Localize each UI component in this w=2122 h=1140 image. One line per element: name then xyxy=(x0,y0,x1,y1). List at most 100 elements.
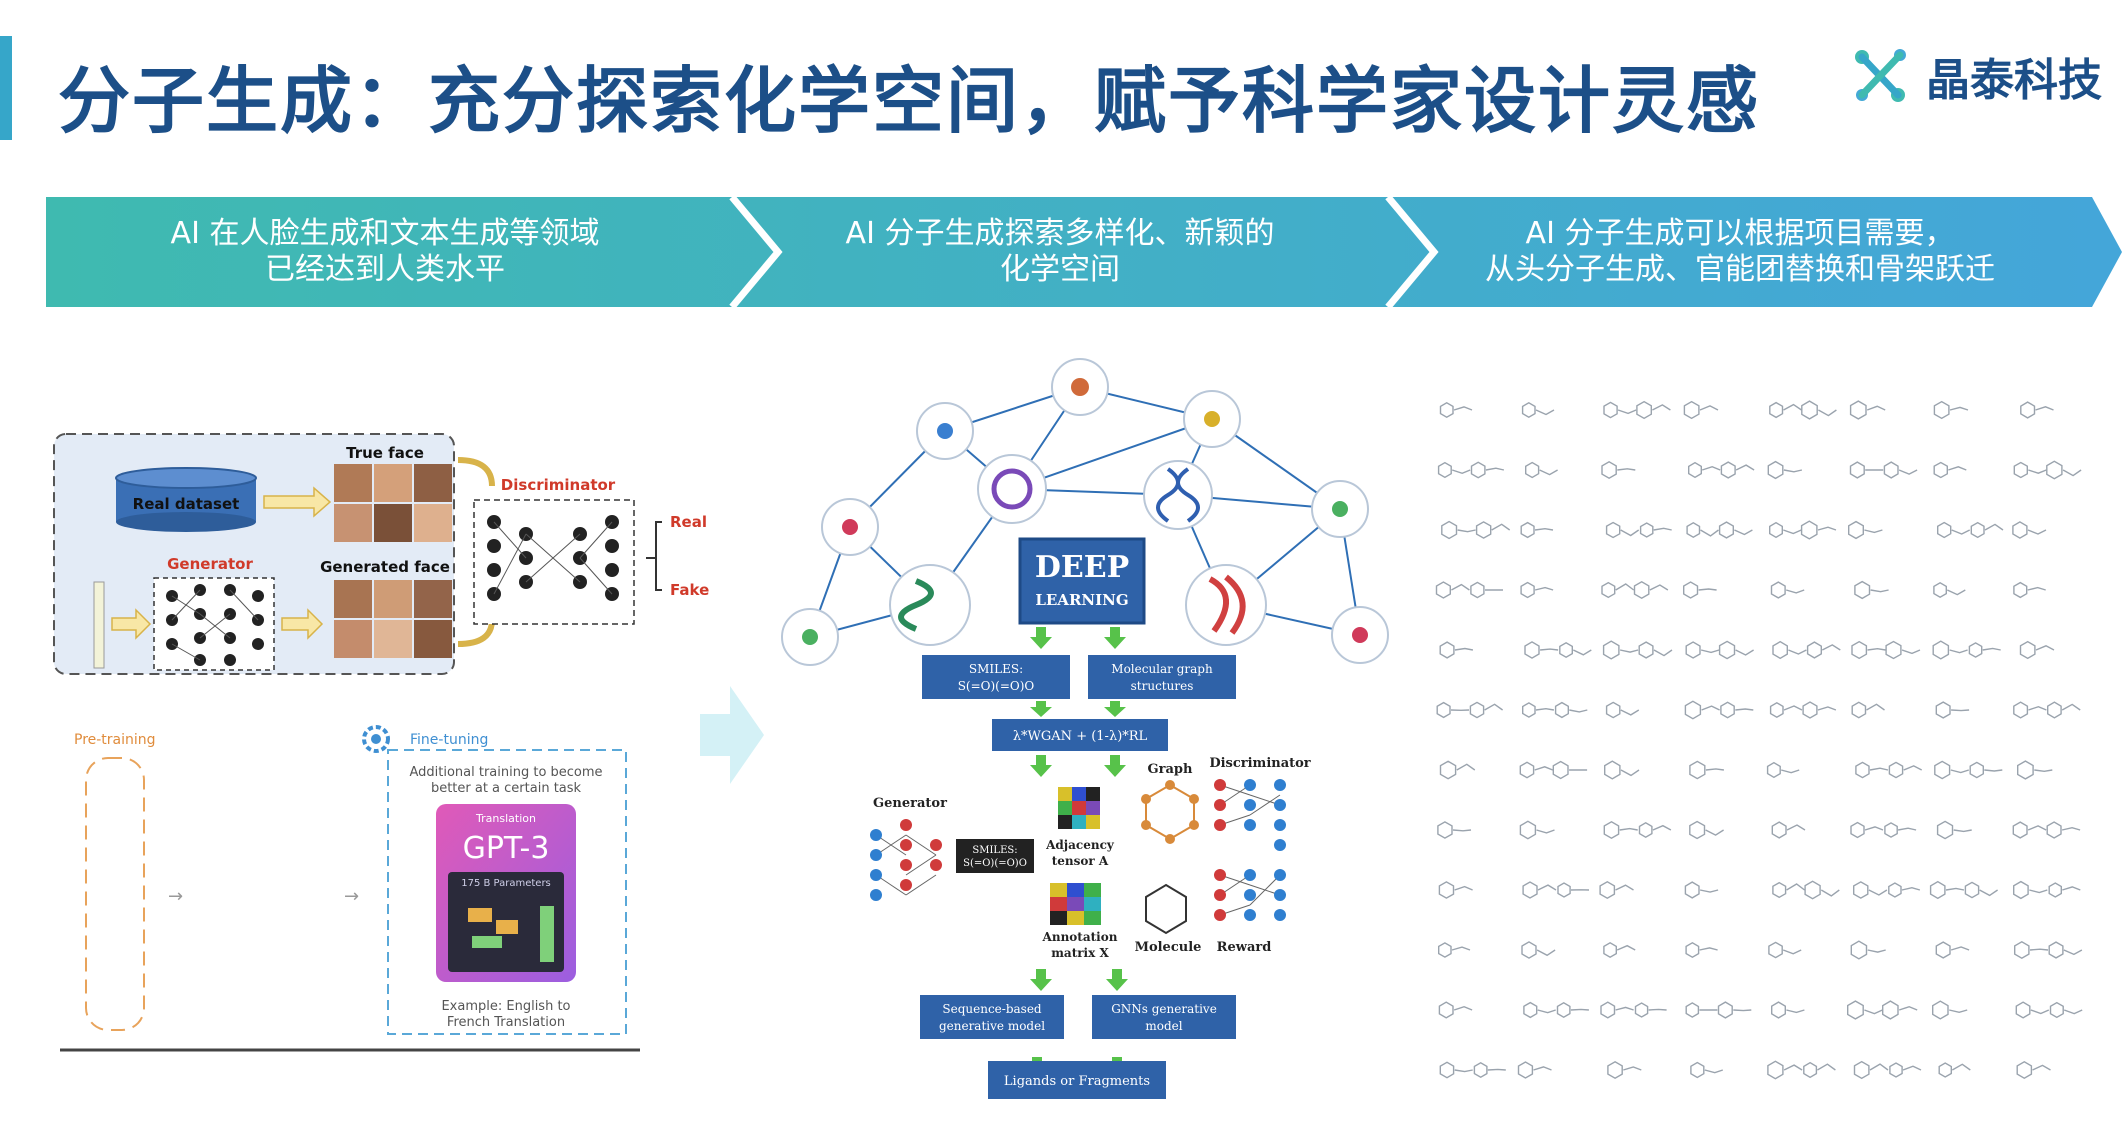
real-label: Real xyxy=(670,513,707,531)
generated-face-label: Generated face xyxy=(320,558,450,576)
molecule-sketch-icon xyxy=(1601,460,1636,480)
step-1-line-2: 已经达到人类水平 xyxy=(265,252,505,287)
molecule-sketch-icon xyxy=(1524,641,1592,659)
molecule-sketch-icon xyxy=(1767,1060,1836,1080)
molecule-sketch-icon xyxy=(1685,640,1754,660)
smiles-small-box xyxy=(956,839,1034,873)
example-line-2: French Translation xyxy=(447,1015,565,1030)
molecule-sketch-icon xyxy=(1439,760,1476,780)
gnn-line-1: GNNs generative xyxy=(1111,1002,1217,1016)
deep-learning-molgen-diagram: DEEP LEARNING SMILES: S(=O)(=O)O Molecul… xyxy=(781,358,1389,1099)
generator-edges xyxy=(171,589,259,661)
molecule-sketch-icon xyxy=(1766,761,1800,779)
step-2-line-2: 化学空间 xyxy=(1000,252,1120,287)
molecule-sketch-icon xyxy=(1935,941,1970,959)
gpt3-title: GPT-3 xyxy=(463,831,550,866)
sequence-model-box xyxy=(920,995,1064,1039)
molecule-sketch-icon xyxy=(1437,461,1505,479)
smiles-line-2: S(=O)(=O)O xyxy=(958,679,1035,693)
molecule-sketch-icon xyxy=(1441,520,1511,540)
generated-face-grid xyxy=(334,580,452,658)
molecule-sketch-icon xyxy=(1684,881,1719,899)
molecule-sketch-icon xyxy=(1437,942,1471,958)
molecule-sketch-icon xyxy=(1520,581,1554,599)
molecule-sketch-icon xyxy=(1855,761,1923,779)
process-chevrons xyxy=(46,197,2122,307)
finetuning-label: Fine-tuning xyxy=(410,732,488,748)
additional-line-1: Additional training to become xyxy=(409,765,602,780)
molecule-sketch-icon xyxy=(1937,521,2004,539)
molecule-sketch-icon xyxy=(1686,521,1753,539)
molecule-sketch-icon xyxy=(1600,1001,1667,1019)
molecule-sketch-icon xyxy=(2016,1060,2051,1080)
adjacency-tensor-grid xyxy=(1058,787,1100,829)
annotation-line-1: Annotation xyxy=(1042,930,1118,944)
smiles-small-line-1: SMILES: xyxy=(972,845,1017,856)
molecule-sketch-icon xyxy=(2012,821,2081,839)
graph-label: Graph xyxy=(1148,762,1193,777)
discriminator-nodes xyxy=(487,515,619,601)
molecule-sketch-icon xyxy=(1521,401,1555,419)
deep-learning-box xyxy=(1018,537,1146,625)
molecule-sketch-icon xyxy=(1603,760,1640,780)
flow-arrow-2: → xyxy=(344,886,359,907)
brand-logo: 晶泰科技 xyxy=(1850,44,2102,108)
molecule-sketch-icon xyxy=(1933,581,1966,599)
gpt3-finetuning-diagram: Pre-training → → Fine-tuning Additional … xyxy=(60,725,640,1052)
wgan-label: λ*WGAN + (1-λ)*RL xyxy=(1013,729,1148,744)
molecule-sketch-icon xyxy=(1684,700,1754,720)
smiles-small-line-2: S(=O)(=O)O xyxy=(963,858,1027,869)
molecule-sketch-icon xyxy=(2020,401,2054,419)
molecule-sketch-icon xyxy=(1437,821,1472,839)
step-2-line-1: AI 分子生成探索多样化、新颖的 xyxy=(845,216,1275,251)
generator-label-2: Generator xyxy=(873,796,947,811)
noise-arrow xyxy=(111,608,152,640)
molecule-sketch-icon xyxy=(1603,400,1671,420)
molecule-sketch-icon xyxy=(2015,1001,2083,1019)
reward-network xyxy=(1214,869,1286,921)
molecule-sketch-icon xyxy=(1771,1001,1805,1019)
molecule-sketch-icon xyxy=(1847,1000,1918,1020)
molecule-sketch-icon xyxy=(1520,521,1554,539)
molecule-sketch-icon xyxy=(1519,760,1588,780)
molecule-sketch-icon xyxy=(1938,1062,1971,1078)
molecule-sketch-icon xyxy=(1438,1001,1473,1019)
gnn-model-box xyxy=(1092,995,1236,1039)
molecule-sketch-icon xyxy=(1601,580,1669,600)
molecule-sketch-icon xyxy=(1688,461,1755,479)
smiles-box xyxy=(922,655,1070,699)
green-arrows-3 xyxy=(1030,969,1128,991)
molgraph-box xyxy=(1088,655,1236,699)
molecule-sketch-icon xyxy=(1768,941,1802,959)
discriminator-label: Discriminator xyxy=(501,476,616,494)
protein-node-icon xyxy=(977,454,1047,524)
discriminator-label-2: Discriminator xyxy=(1209,756,1310,771)
molgraph-line-1: Molecular graph xyxy=(1111,662,1213,676)
gan-face-diagram: Real dataset True face Generator Generat… xyxy=(53,433,709,675)
molecule-sketch-icon xyxy=(1934,760,2003,780)
molecule-sketch-icon xyxy=(2013,460,2082,480)
output-bracket xyxy=(646,521,662,591)
molecule-sketch-icon xyxy=(1929,880,1998,900)
gnn-line-2: model xyxy=(1145,1019,1182,1033)
molecule-sketch-icon xyxy=(1521,941,1556,959)
true-face-label: True face xyxy=(346,444,424,462)
molecule-sketch-icon xyxy=(1853,881,1921,899)
gear-icon xyxy=(362,725,390,753)
fake-label: Fake xyxy=(670,581,709,599)
annotation-matrix-grid xyxy=(1050,883,1101,925)
molecule-sketch-icon xyxy=(1517,1061,1552,1079)
annotation-line-2: matrix X xyxy=(1051,946,1109,960)
pretraining-box xyxy=(85,757,145,1031)
molecule-sketch-icon xyxy=(1605,701,1640,719)
step-1-line-1: AI 在人脸生成和文本生成等领域 xyxy=(170,216,600,251)
molecule-sketch-icon xyxy=(1849,461,1918,479)
smiles-line-1: SMILES: xyxy=(969,662,1023,676)
step-3-line-2: 从头分子生成、官能团替换和骨架跃迁 xyxy=(1485,252,1995,287)
brand-mark-icon xyxy=(1855,49,1906,102)
finetuning-box xyxy=(387,749,627,1035)
deep-label: DEEP xyxy=(1035,550,1129,585)
molecule-sketch-icon xyxy=(1438,881,1473,899)
molecule-sketch-icon xyxy=(1605,521,1672,539)
real-dataset-label: Real dataset xyxy=(133,495,240,513)
